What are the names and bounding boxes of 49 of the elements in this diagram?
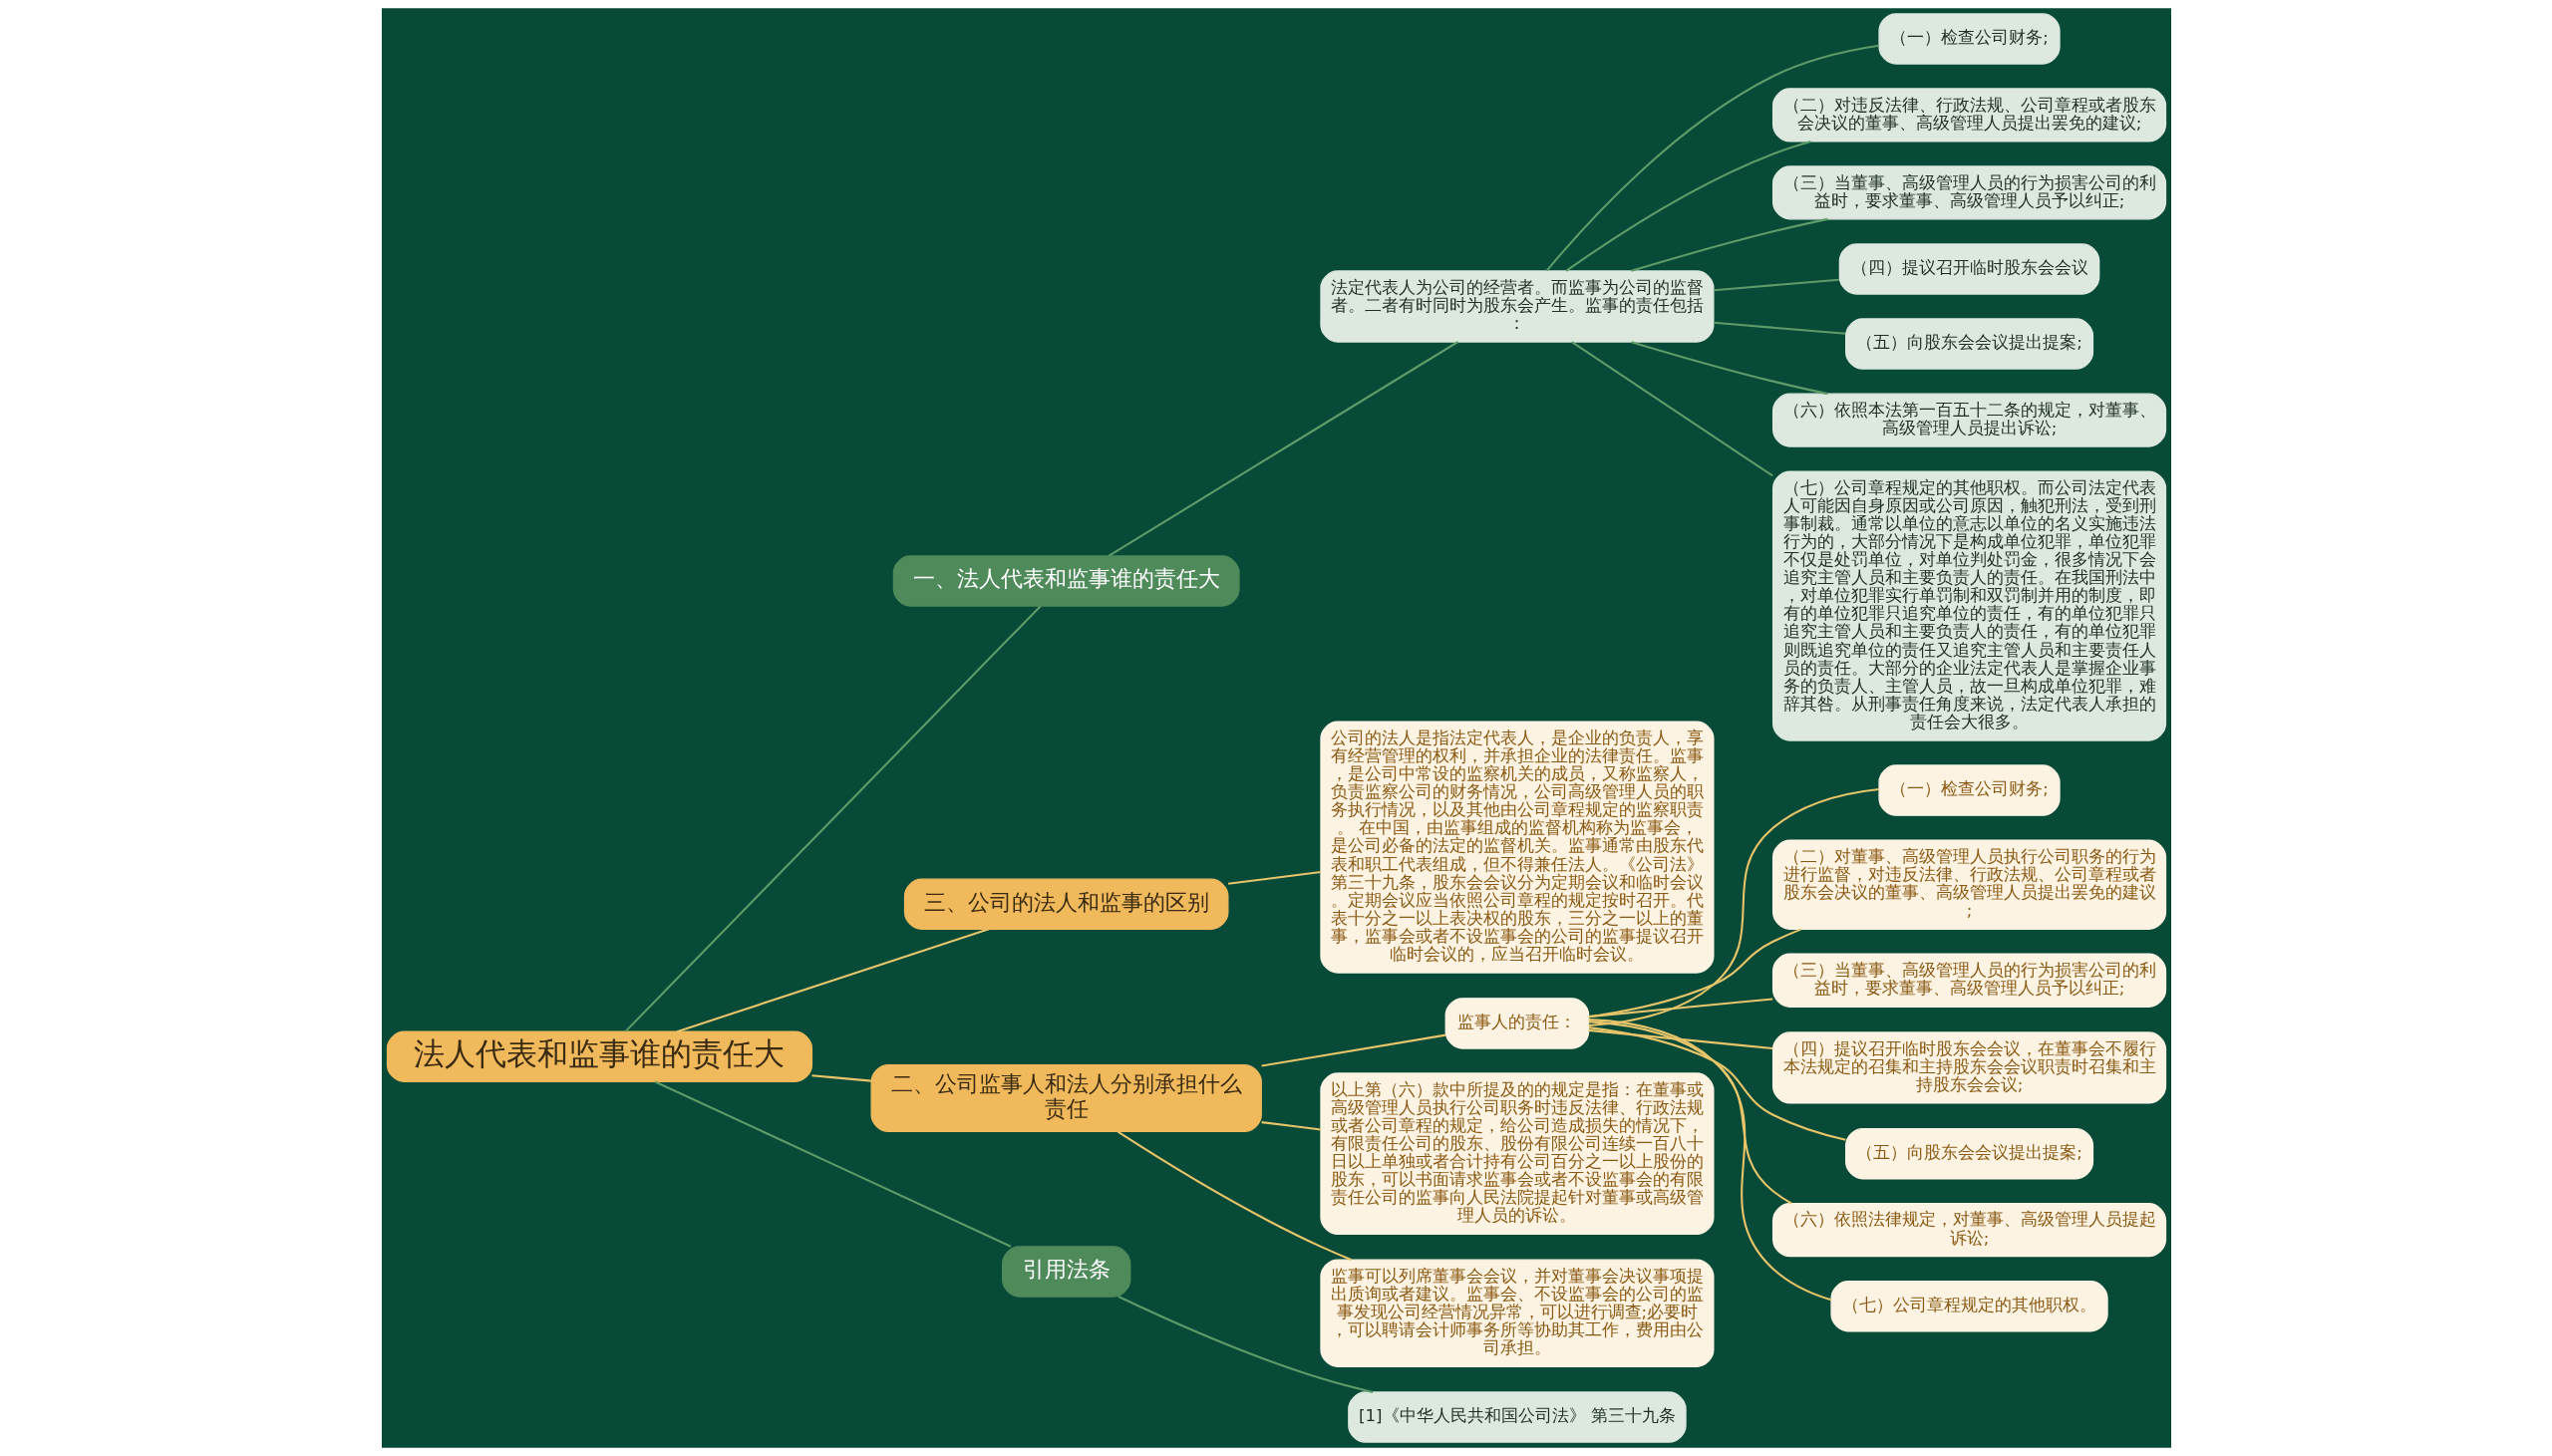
node-box: （三）当董事、高级管理人员的行为损害公司的利益时，要求董事、高级管理人员予以纠正; (1771, 165, 2166, 220)
connector (1588, 1019, 1831, 1302)
connector (810, 1074, 871, 1082)
node-box: 一、法人代表和监事谁的责任大 (892, 555, 1240, 607)
node-box: （二）对董事、高级管理人员执行公司职务的行为进行监督，对违反法律、行政法规、公司章程或者股东会决议的董事、高级管理人员提出罢免的建议; (1771, 839, 2166, 930)
node-box: 公司的法人是指法定代表人，是企业的负责人，享有经营管理的权利，并承担企业的法律责任。监事，是公司中常设的监察机关的成员，又称监察人，负责监察公司的财务情况，公司高级管理人员的职务执行情况，以及其他由公司章程规定的监察职责。 在中国，由监事组成的监督机构称为监事会，是公司必备的法定的监督机关。监事通常由股东代表和职工代表组成，但不得兼任法人。《公司法》第三十九条，股东会会议分为定期会议和临时会议。定期会议应当依照公司章程的规定按时召开。代表十分之一以上表决权的股东，三分之一以上的董事，监事会或者不设监事会的公司的监事提议召开临时会议的，应当召开临时会议。 (1319, 721, 1714, 974)
node-box: 法人代表和监事谁的责任大 (386, 1030, 812, 1083)
connector (1260, 1033, 1445, 1067)
node-box: 监事可以列席董事会会议，并对董事会决议事项提出质询或者建议。监事会、不设监事会的公司的监事发现公司经营情况异常，可以进行调查;必要时，可以聘请会计师事务所等协助其工作，费用由公司承担。 (1319, 1259, 1714, 1367)
node-box: （四）提议召开临时股东会会议 (1838, 243, 2099, 295)
connector (1588, 998, 1772, 1019)
node-box: （六）依照本法第一百五十二条的规定，对董事、高级管理人员提出诉讼; (1771, 393, 2166, 447)
connector (1565, 140, 1811, 272)
connector (1117, 1296, 1373, 1393)
node-box: 监事人的责任： (1444, 998, 1589, 1049)
node-box: 以上第（六）款中所提及的的规定是指：在董事或高级管理人员执行公司职务时违反法律、行政法规或者公司章程的规定，给公司造成损失的情况下，有限责任公司的股东、股份有限公司连续一百八十日以上单独或者合计持有公司百分之一以上股份的股东，可以书面请求监事会或者不设监事会的有限责任公司的监事向人民法院提起针对董事或高级管理人员的诉讼。 (1319, 1072, 1714, 1236)
connector (1713, 278, 1839, 292)
connector (1260, 1121, 1321, 1131)
connector (1630, 217, 1828, 272)
connector (1588, 1026, 1846, 1141)
node-box: （五）向股东会会议提出提案; (1844, 318, 2093, 370)
connector (1630, 341, 1828, 396)
node-box: [1]《中华人民共和国公司法》 第三十九条 (1347, 1391, 1687, 1443)
connector (1588, 1028, 1772, 1050)
connector (1227, 870, 1321, 885)
connector (1116, 1130, 1352, 1261)
connector (1570, 341, 1773, 477)
connector (676, 928, 989, 1033)
connector (1713, 321, 1845, 335)
node-box: （二）对违反法律、行政法规、公司章程或者股东会决议的董事、高级管理人员提出罢免的建议; (1771, 88, 2166, 143)
connector (1545, 44, 1879, 272)
node-box: 法定代表人为公司的经营者。而监事为公司的监督者。二者有时同时为股东会产生。监事的责任包括： (1319, 270, 1714, 343)
connector (1108, 341, 1458, 557)
node-box: （五）向股东会会议提出提案; (1844, 1127, 2093, 1180)
connector (1588, 1020, 1792, 1205)
connector (1588, 928, 1801, 1019)
node-box: （三）当董事、高级管理人员的行为损害公司的利益时，要求董事、高级管理人员予以纠正; (1771, 953, 2166, 1008)
node-box: 引用法条 (1001, 1246, 1130, 1298)
connector (624, 605, 1041, 1032)
connector (654, 1080, 1011, 1248)
node-box: 三、公司的法人和监事的区别 (903, 878, 1228, 930)
connector (1588, 787, 1879, 1026)
node-box: 二、公司监事人和法人分别承担什么责任 (870, 1063, 1262, 1133)
node-box: （七）公司章程规定的其他职权。 (1829, 1281, 2108, 1332)
node-box: （一）检查公司财务; (1877, 764, 2061, 816)
node-box: （一）检查公司财务; (1877, 13, 2061, 65)
node-box: （四）提议召开临时股东会会议，在董事会不履行本法规定的召集和主持股东会会议职责时召集和主持股东会会议; (1771, 1031, 2166, 1104)
node-box: （六）依照法律规定，对董事、高级管理人员提起诉讼; (1771, 1203, 2166, 1258)
node-box: （七）公司章程规定的其他职权。而公司法定代表人可能因自身原因或公司原因，触犯刑法，受到刑事制裁。通常以单位的意志以单位的名义实施违法行为的，大部分情况下是构成单位犯罪，单位犯罪不仅是处罚单位，对单位判处罚金，很多情况下会追究主管人员和主要负责人的责任。在我国刑法中，对单位犯罪实行单罚制和双罚制并用的制度，即有的单位犯罪只追究单位的责任，有的单位犯罪只追究主管人员和主要负责人的责任，有的单位犯罪则既追究单位的责任又追究主管人员和主要责任人员的责任。大部分的企业法定代表人是掌握企业事务的负责人、主管人员，故一旦构成单位犯罪，难辞其咎。从刑事责任角度来说，法定代表人承担的责任会大很多。 (1771, 470, 2166, 741)
